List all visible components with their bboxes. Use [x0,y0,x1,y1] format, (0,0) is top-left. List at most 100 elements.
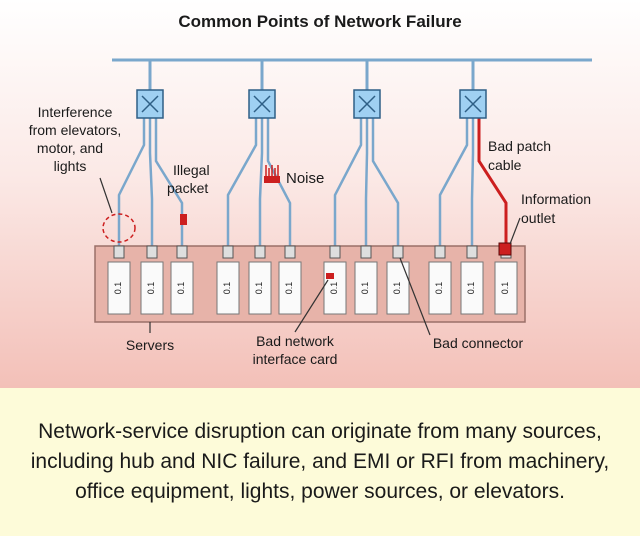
illegal-packet-label-line-1: Illegal [173,162,210,178]
server-card-body [460,261,484,315]
server-card-body [386,261,410,315]
connector [176,245,188,259]
noise-bar [264,176,280,183]
interference-pointer [99,177,113,214]
illegal-packet-label-line-2: packet [167,180,208,196]
fault-markers [99,165,521,336]
server-card-body [428,261,452,315]
server-card-label: 0.1 [254,282,264,295]
server-card: 0.1 [216,261,240,315]
hub-x-stroke [253,95,271,113]
noise-label: Noise [286,170,324,187]
server-card: 0.1 [386,261,410,315]
interference-label: Interference from elevators, motor, and … [29,104,122,174]
hubs [136,89,487,119]
server-card-label: 0.1 [360,282,370,295]
server-card-body [140,261,164,315]
bad-nic-pointer [294,279,329,333]
port-cable [438,118,469,246]
hub-x-stroke [141,95,159,113]
interference-label-line-2: from elevators, [29,122,122,138]
connector [360,245,372,259]
bad-nic-marker [326,273,334,279]
hub-x-stroke [464,95,482,113]
interference-marker [102,213,136,243]
interference-label-line-4: lights [54,158,87,174]
server-card-label: 0.1 [176,282,186,295]
port-cable [226,118,258,246]
server-card-body [216,261,240,315]
hub-x-stroke [358,95,376,113]
server-card: 0.1 [278,261,302,315]
caption: Network-service disruption can originate… [30,420,610,503]
server-card: 0.1 [170,261,194,315]
noise-marker [264,165,280,183]
port-cable [258,118,264,246]
diagram-title: Common Points of Network Failure [178,12,461,31]
server-card: 0.1 [354,261,378,315]
hub-3 [353,89,381,119]
information-outlet-label-line-2: outlet [521,210,555,226]
port-cable [117,118,146,246]
server-card-label: 0.1 [500,282,510,295]
server-card-label: 0.1 [113,282,123,295]
bad-patch-cable-label-line-1: Bad patch [488,138,551,154]
connector [146,245,158,259]
bad-connector-label: Bad connector [433,335,524,351]
server-rack: 0.1 0.1 0.1 0.1 0.1 0.1 0.1 0.1 0.1 0.1 0.1 0.1 [94,245,526,323]
connector [392,245,404,259]
server-card: 0.1 [323,261,347,315]
server-card-label: 0.1 [329,282,339,295]
server-card-label: 0.1 [434,282,444,295]
hub-1 [136,89,164,119]
connector [254,245,266,259]
server-card: 0.1 [248,261,272,315]
server-card-label: 0.1 [222,282,232,295]
server-card-body [248,261,272,315]
interference-label-line-1: Interference [38,104,113,120]
port-cable [371,118,400,246]
bad-patch-cable [477,118,508,246]
port-cable [470,118,475,246]
caption-area: Network-service disruption can originate… [0,388,640,536]
connector [434,245,446,259]
servers-label: Servers [126,337,174,353]
server-card-body [278,261,302,315]
server-card: 0.1 [494,261,518,315]
server-card-label: 0.1 [146,282,156,295]
server-card: 0.1 [460,261,484,315]
connector [466,245,478,259]
information-outlet-label-line-1: Information [521,191,591,207]
server-card-body [354,261,378,315]
server-card: 0.1 [107,261,131,315]
server-card-body [494,261,518,315]
information-outlet-pointer [509,217,521,245]
interference-label-line-3: motor, and [37,140,103,156]
bad-patch-cable-label: Bad patch cable [488,138,551,173]
port-cable [333,118,363,246]
hub-2 [248,89,276,119]
server-card-label: 0.1 [284,282,294,295]
server-card: 0.1 [428,261,452,315]
port-cable [148,118,154,246]
server-card-label: 0.1 [392,282,402,295]
bad-nic-label-line-2: interface card [253,351,338,367]
server-card: 0.1 [140,261,164,315]
connector [329,245,341,259]
server-card-label: 0.1 [466,282,476,295]
illegal-packet-marker [180,214,187,225]
port-cable [364,118,369,246]
bad-nic-label: Bad network interface card [253,333,338,367]
network-wiring [112,58,592,246]
server-card-body [107,261,131,315]
bad-connector-pointer [399,257,431,336]
hub-4 [459,89,487,119]
illegal-packet-label: Illegal packet [167,162,210,196]
information-outlet-marker [498,242,512,256]
connector [222,245,234,259]
bad-patch-cable-label-line-2: cable [488,157,522,173]
connector [113,245,125,259]
